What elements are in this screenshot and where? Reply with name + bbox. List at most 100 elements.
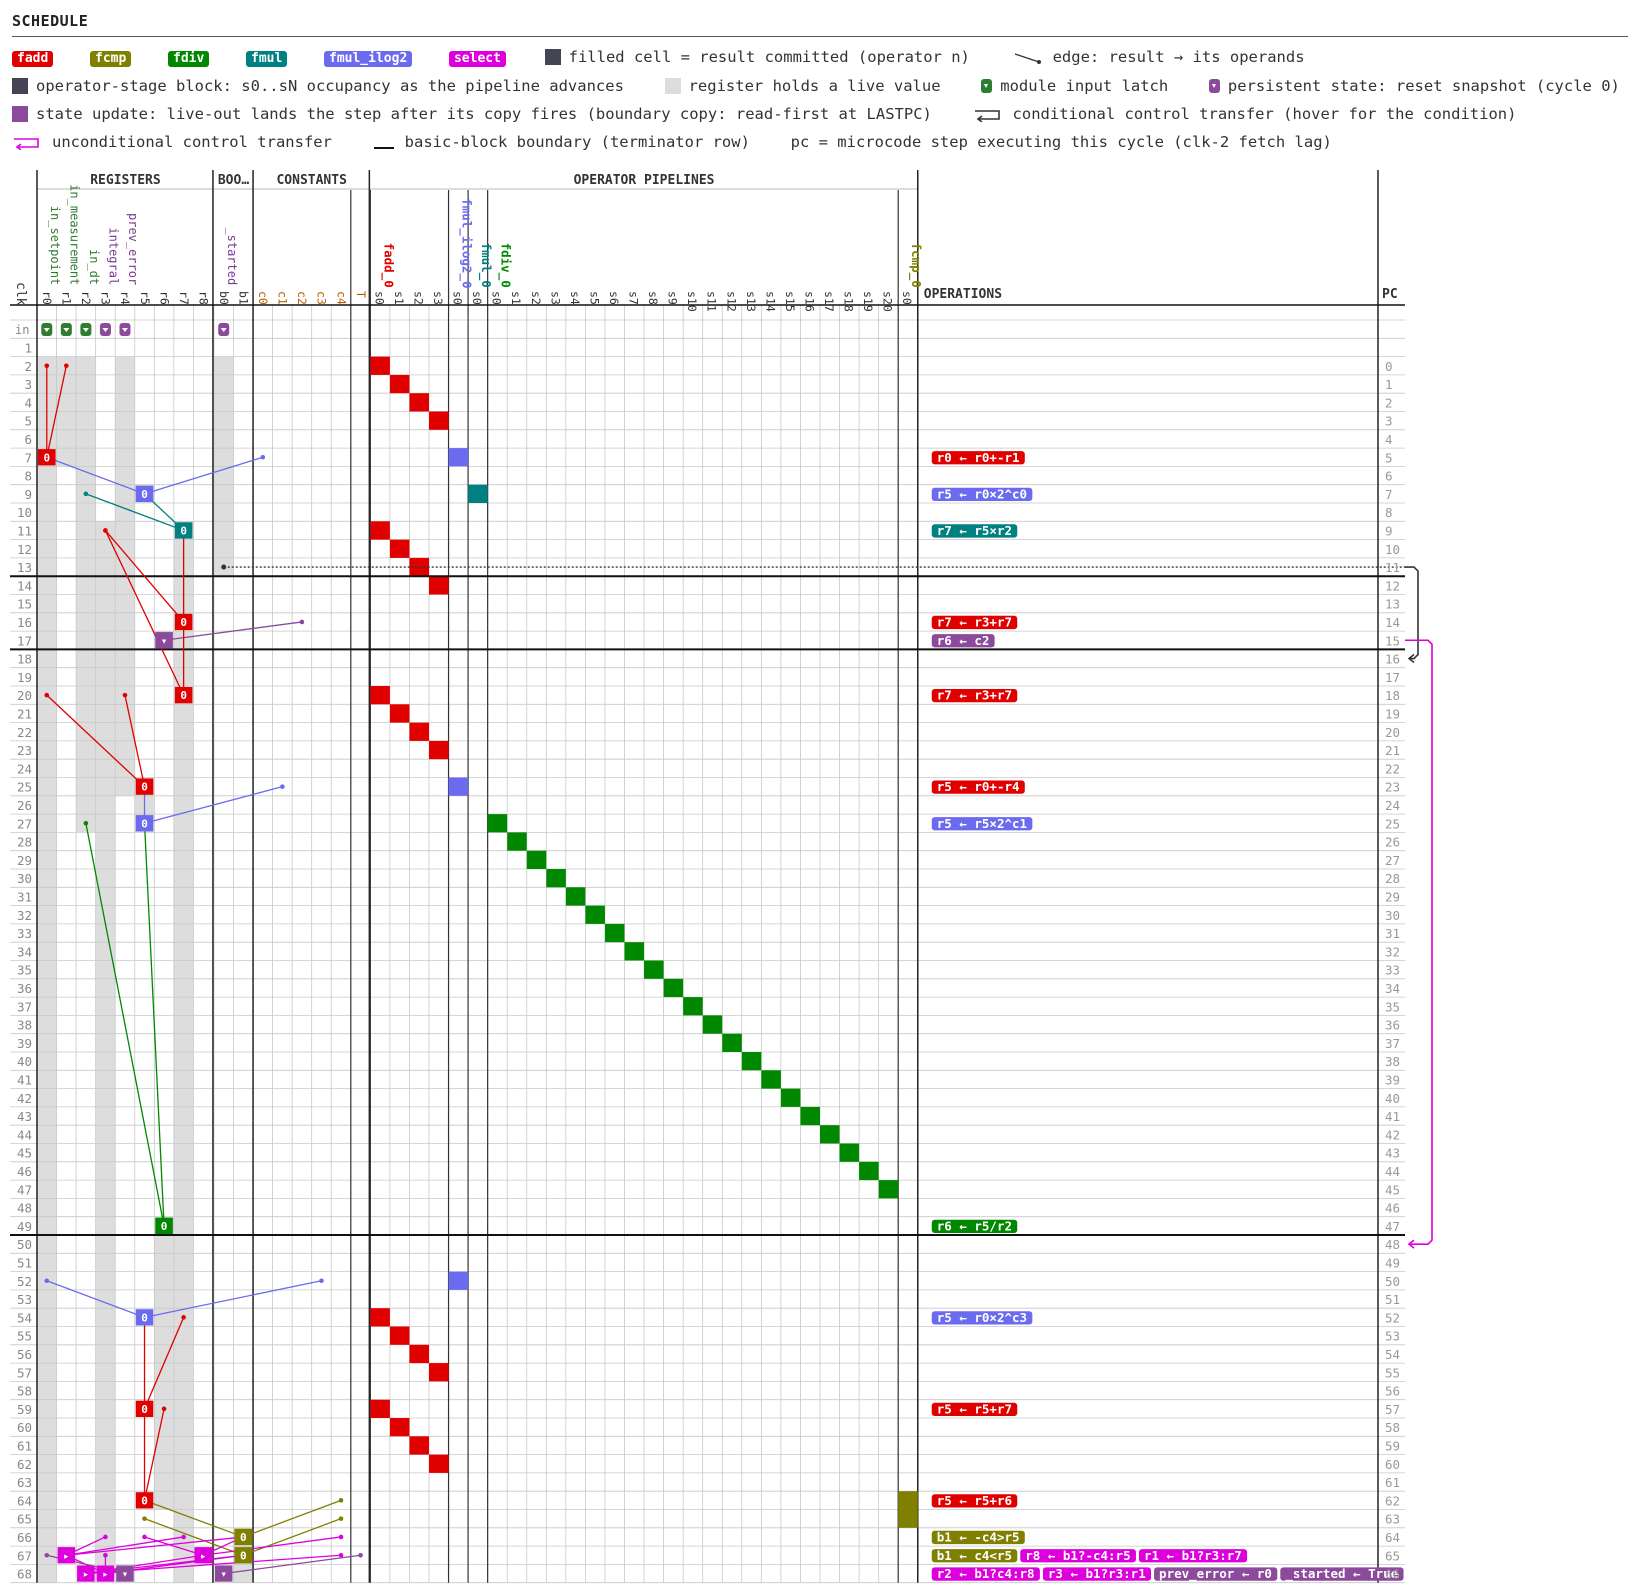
pc-value: 44 <box>1385 1164 1400 1179</box>
booleans-header: BOO… <box>218 173 249 188</box>
edge-endpoint <box>338 1552 344 1558</box>
pc-value: 35 <box>1385 999 1400 1014</box>
pipeline-stage-block <box>409 1344 429 1364</box>
clk-label: 14 <box>17 578 32 593</box>
pipeline-stage-block <box>429 411 449 430</box>
transfer-arrowhead-icon <box>1407 653 1415 664</box>
stage-label: s1 <box>392 291 406 305</box>
commit-cell <box>77 1565 95 1582</box>
pc-value: 34 <box>1385 981 1400 996</box>
col-id-label: r6 <box>157 291 171 305</box>
col-id-label: c1 <box>276 291 290 305</box>
stage-label: s5 <box>587 291 601 305</box>
clk-label: 13 <box>17 560 32 575</box>
col-id-label: c0 <box>256 291 270 305</box>
pc-value: 8 <box>1385 505 1393 520</box>
pc-value: 49 <box>1385 1255 1400 1270</box>
edge-endpoint <box>103 528 108 533</box>
commit-label: 0 <box>240 1531 247 1544</box>
clk-label: 54 <box>17 1310 32 1325</box>
pc-value: 41 <box>1385 1109 1400 1124</box>
dependency-edge <box>85 823 165 1226</box>
pc-value: 47 <box>1385 1219 1400 1234</box>
pipeline-stage-block <box>409 393 429 412</box>
dependency-edge <box>104 530 185 623</box>
stage-label: s10 <box>685 291 699 312</box>
dependency-edge <box>46 694 145 788</box>
operation-text: r5 ← r5×2^c1 <box>937 816 1027 831</box>
commit-label: ▾ <box>220 1568 227 1581</box>
operation-text: r5 ← r5+r6 <box>937 1493 1012 1508</box>
edge-endpoint <box>280 784 285 789</box>
dependency-edge <box>66 1536 244 1556</box>
clk-label: 52 <box>17 1274 32 1289</box>
pc-value: 27 <box>1385 853 1400 868</box>
commit-cell <box>135 485 154 502</box>
commit-cell <box>174 687 193 704</box>
operation-text: b1 ← c4<r5 <box>937 1548 1012 1563</box>
pc-value: 10 <box>1385 542 1400 557</box>
pipelines-header: OPERATOR PIPELINES <box>574 173 715 188</box>
transfer-arrowhead-icon <box>1407 1239 1415 1249</box>
edge-endpoint <box>299 619 305 625</box>
col-id-label: r4 <box>118 291 132 305</box>
stage-label: s12 <box>724 291 738 312</box>
commit-label: 0 <box>180 616 187 629</box>
edge-endpoint <box>181 1534 186 1540</box>
stage-label: s17 <box>822 291 836 312</box>
pipeline-stage-block <box>370 1308 390 1327</box>
legend-cond-text: conditional control transfer (hover for … <box>1012 105 1517 123</box>
stage-label: s14 <box>763 291 777 312</box>
clk-label: 50 <box>17 1237 32 1252</box>
stage-label: s20 <box>881 291 895 312</box>
col-id-label: c3 <box>315 291 329 305</box>
operation-chip <box>931 1402 1018 1416</box>
pc-value: 26 <box>1385 835 1400 850</box>
pc-value: 29 <box>1385 889 1400 904</box>
edge-endpoint <box>161 1406 167 1412</box>
stage-label: s13 <box>744 291 758 312</box>
pc-value: 22 <box>1385 761 1400 776</box>
commit-label: 0 <box>180 524 187 537</box>
commit-cell <box>234 1547 253 1564</box>
title-divider <box>12 36 1628 37</box>
commit-cell <box>116 1565 134 1582</box>
pipeline-stage-block <box>448 1271 469 1290</box>
control-transfer-unconditional <box>1405 639 1433 1245</box>
stage-block-swatch-icon <box>12 78 28 94</box>
clk-label: 61 <box>17 1438 32 1453</box>
legend-select-chip: select <box>448 51 506 67</box>
col-id-label: r3 <box>99 291 113 305</box>
commit-label: ▸ <box>83 1568 90 1581</box>
operation-text: r5 ← r0×2^c3 <box>937 1310 1027 1325</box>
legend-fcmp-chip: fcmp <box>90 51 132 67</box>
edge-endpoint <box>103 1552 108 1558</box>
pc-value: 63 <box>1385 1512 1400 1527</box>
commit-cell <box>234 1528 253 1546</box>
clk-label: 44 <box>17 1127 32 1142</box>
stage-label: s18 <box>842 291 856 312</box>
pc-value: 9 <box>1385 523 1393 538</box>
pipeline-stage-block <box>389 374 410 394</box>
legend-row-1: fadd fcmp fdiv fmul fmul_ilog2 select fi… <box>12 47 1305 67</box>
pipeline-stage-block <box>468 484 488 503</box>
operation-chip <box>931 1494 1018 1508</box>
pc-value: 66 <box>1385 1567 1400 1582</box>
operations-header: OPERATIONS <box>924 287 1002 302</box>
pc-value: 30 <box>1385 908 1400 923</box>
stage-label: s6 <box>607 291 621 305</box>
pipeline-stage-block <box>683 997 703 1016</box>
pipeline-stage-block <box>663 978 684 998</box>
clk-label: 51 <box>17 1255 32 1270</box>
clk-label: 46 <box>17 1164 32 1179</box>
pipeline-stage-block <box>370 356 390 375</box>
pc-value: 48 <box>1385 1237 1400 1252</box>
pipeline-stage-block <box>370 1399 390 1418</box>
pipeline-stage-block <box>389 1418 410 1437</box>
clk-label: 7 <box>24 450 32 465</box>
pc-value: 17 <box>1385 670 1400 685</box>
commit-label: 0 <box>141 1494 148 1507</box>
edge-endpoint <box>44 363 50 369</box>
clk-label: 39 <box>17 1036 32 1051</box>
dependency-edge <box>223 1554 361 1575</box>
